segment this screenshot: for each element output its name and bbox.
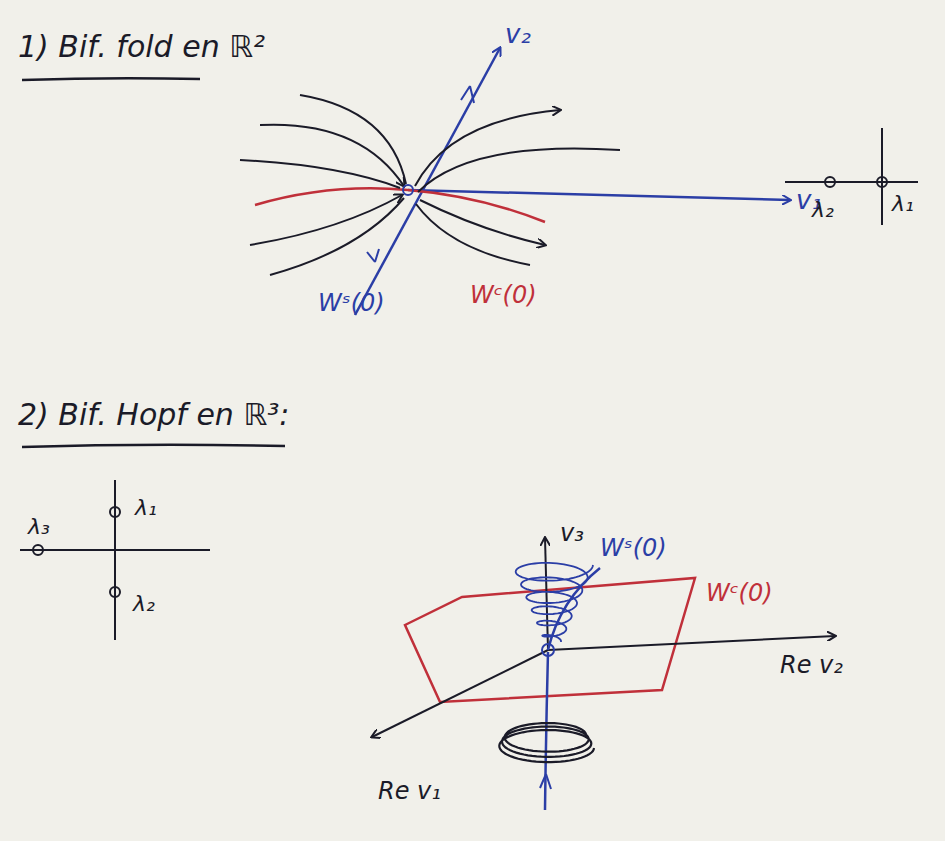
eigenvalue-label: λ₁ [892, 192, 914, 216]
underline [22, 445, 285, 447]
vector-label: v₂ [505, 20, 531, 49]
eigenvalue-plot [785, 128, 918, 225]
underline [22, 78, 200, 80]
manifold-label: Wᶜ(0) [470, 282, 537, 308]
vector-label: Re v₂ [780, 652, 843, 678]
manifold-label: Wˢ(0) [600, 535, 667, 561]
spiral-orbit [516, 563, 593, 642]
heading: 1) Bif. fold en ℝ² [18, 30, 265, 63]
manifold-label: Wˢ(0) [318, 290, 385, 316]
fold-phase-portrait [240, 48, 790, 315]
heading: 2) Bif. Hopf en ℝ³: [18, 398, 289, 431]
vector-label: Re v₁ [378, 778, 441, 804]
hopf-phase-portrait [372, 538, 835, 810]
eigenvalue-plot [20, 480, 210, 640]
eigenvalue-label: λ₃ [28, 515, 50, 539]
eigenvalue-label: λ₁ [135, 496, 157, 520]
manifold-label: Wᶜ(0) [706, 580, 773, 606]
spiral-orbit [499, 723, 594, 762]
eigenvalue-label: λ₂ [812, 198, 834, 222]
vector-label: v₃ [560, 520, 584, 546]
eigenvalue-label: λ₂ [133, 592, 155, 616]
